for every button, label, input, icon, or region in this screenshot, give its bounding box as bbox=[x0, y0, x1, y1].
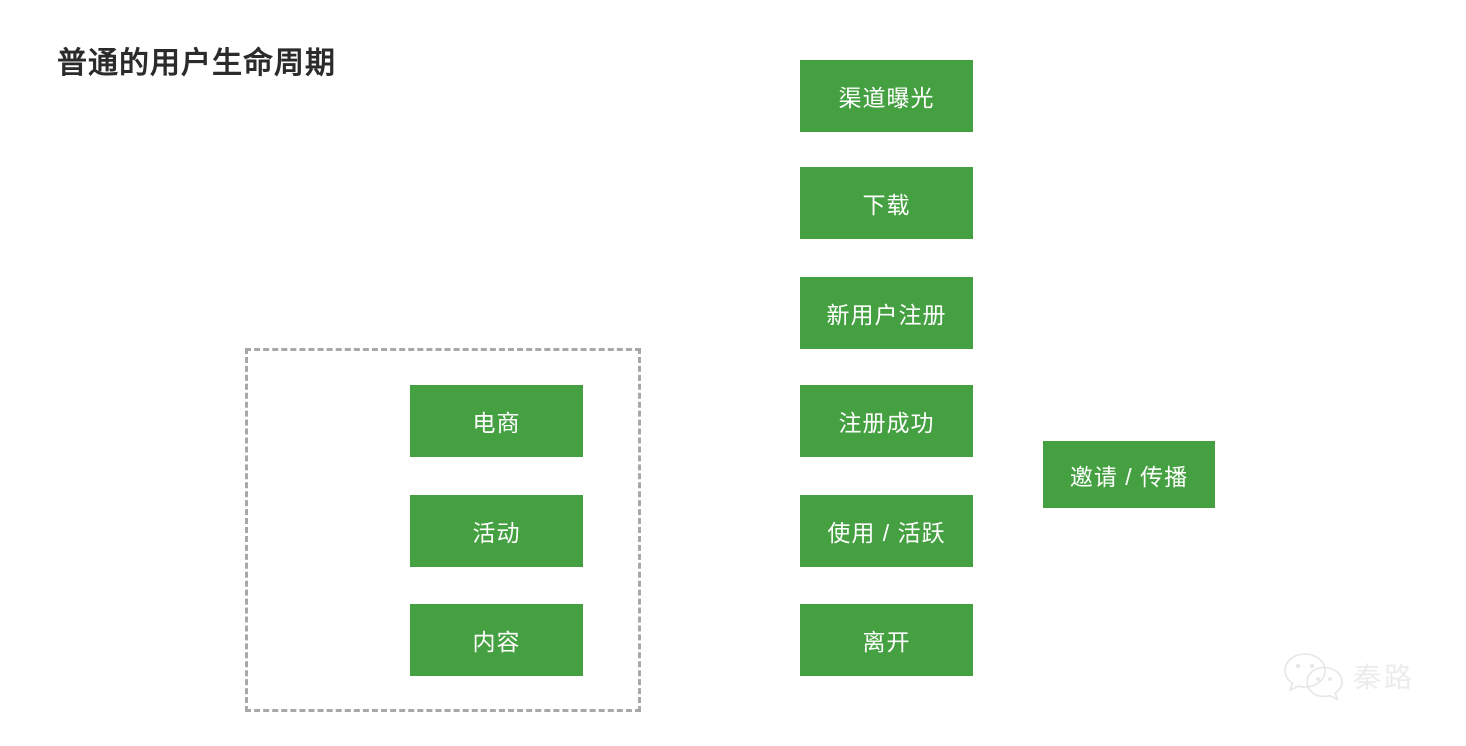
left-box-activity[interactable]: 活动 bbox=[410, 495, 583, 567]
page-title: 普通的用户生命周期 bbox=[57, 47, 336, 80]
wechat-logo-icon bbox=[1284, 653, 1343, 701]
dashed-group-container bbox=[245, 348, 641, 712]
lifecycle-column: 渠道曝光 下载 新用户注册 注册成功 使用 / 活跃 离开 bbox=[800, 60, 973, 677]
watermark: 秦路 bbox=[1283, 645, 1443, 707]
left-box-ecommerce[interactable]: 电商 bbox=[410, 385, 583, 457]
left-group-boxes: 电商 活动 内容 bbox=[410, 385, 583, 677]
side-box-invite-spread[interactable]: 邀请 / 传播 bbox=[1043, 441, 1215, 508]
lifecycle-box-download[interactable]: 下载 bbox=[800, 167, 973, 239]
watermark-text: 秦路 bbox=[1353, 661, 1416, 694]
lifecycle-box-channel-exposure[interactable]: 渠道曝光 bbox=[800, 60, 973, 132]
left-box-content[interactable]: 内容 bbox=[410, 604, 583, 676]
lifecycle-box-new-user-registration[interactable]: 新用户注册 bbox=[800, 277, 973, 349]
lifecycle-box-usage-active[interactable]: 使用 / 活跃 bbox=[800, 495, 973, 567]
lifecycle-box-registration-success[interactable]: 注册成功 bbox=[800, 385, 973, 457]
lifecycle-box-churn[interactable]: 离开 bbox=[800, 604, 973, 676]
